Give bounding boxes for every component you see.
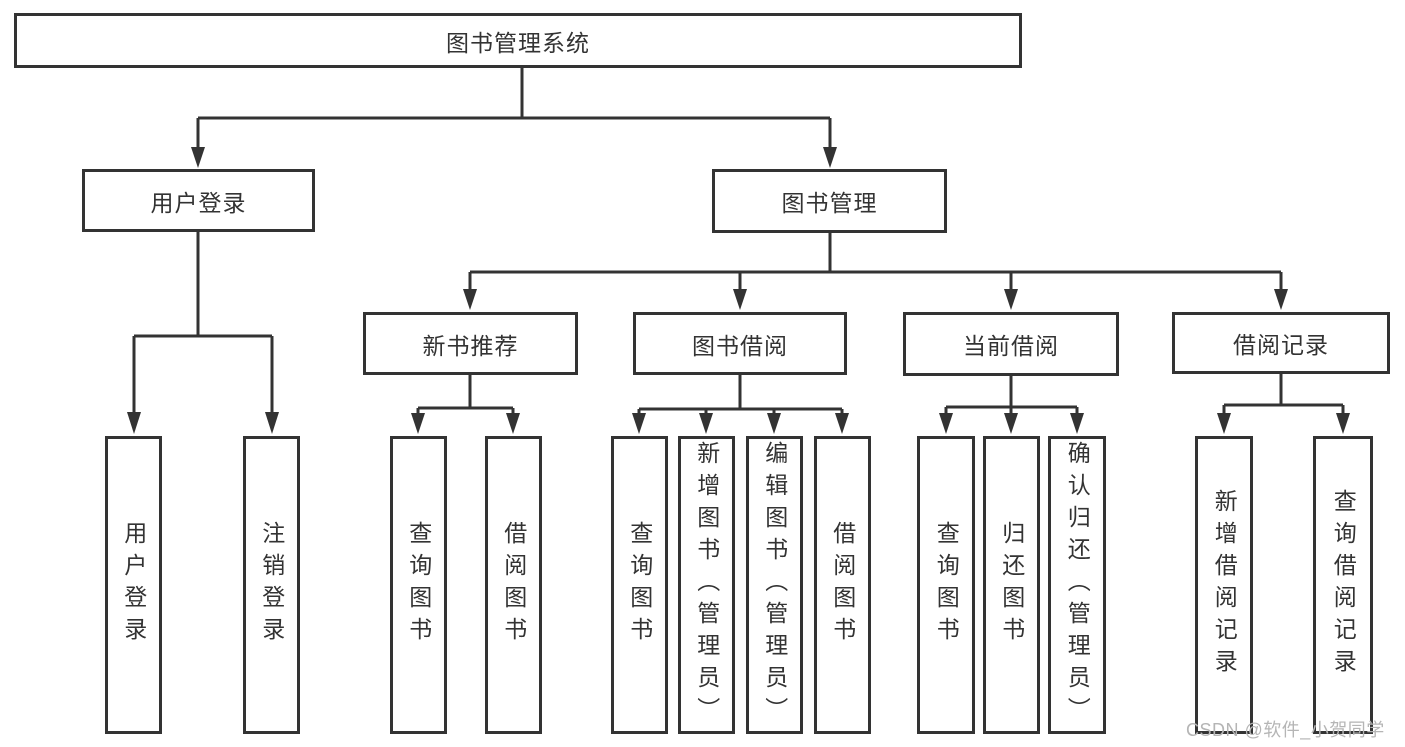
arrowhead-down-icon — [1336, 413, 1350, 434]
node-label: 查询图书 — [933, 521, 960, 649]
node-label: 查询图书 — [405, 521, 432, 649]
connector-line — [468, 233, 1283, 294]
arrowhead-down-icon — [1070, 413, 1084, 434]
node-label: 归还图书 — [998, 521, 1025, 649]
arrowhead-down-icon — [127, 412, 141, 434]
node-label: 查询图书 — [626, 521, 653, 649]
connector-borrow-to-leaves — [632, 375, 849, 434]
node-label: 当前借阅 — [963, 333, 1059, 359]
node-label: 借阅记录 — [1233, 332, 1329, 358]
leaf-add-borrow-record: 新增借阅记录 — [1195, 436, 1253, 734]
leaf-confirm-return-admin: 确认归还（管理员） — [1048, 436, 1106, 734]
arrowhead-down-icon — [1274, 289, 1288, 310]
connector-line — [132, 232, 274, 416]
arrowhead-down-icon — [767, 413, 781, 434]
arrowhead-down-icon — [939, 413, 953, 434]
node-new-book-recommend: 新书推荐 — [363, 312, 578, 375]
connector-line — [944, 376, 1079, 417]
node-label: 注销登录 — [258, 521, 285, 649]
leaf-add-books-admin: 新增图书（管理员） — [678, 436, 735, 734]
node-label: 用户登录 — [150, 189, 247, 216]
leaf-query-books: 查询图书 — [390, 436, 447, 734]
arrowhead-down-icon — [823, 147, 837, 168]
leaf-query-borrow-record: 查询借阅记录 — [1313, 436, 1373, 734]
node-root-system: 图书管理系统 — [14, 13, 1022, 68]
connector-line — [416, 375, 515, 417]
node-label: 新书推荐 — [422, 332, 519, 359]
node-label: 借阅图书 — [829, 521, 856, 649]
node-current-borrow: 当前借阅 — [903, 312, 1119, 376]
arrowhead-down-icon — [699, 413, 713, 434]
arrowhead-down-icon — [733, 289, 747, 310]
csdn-watermark: CSDN @软件_小贺同学 — [1186, 720, 1385, 740]
arrowhead-down-icon — [1004, 289, 1018, 310]
arrowhead-down-icon — [632, 413, 646, 434]
arrowhead-down-icon — [835, 413, 849, 434]
connector-line — [1222, 374, 1345, 417]
leaf-query-books: 查询图书 — [611, 436, 668, 734]
arrowhead-down-icon — [411, 413, 425, 434]
node-label: 新增图书（管理员） — [693, 441, 720, 729]
leaf-edit-books-admin: 编辑图书（管理员） — [746, 436, 803, 734]
connector-line — [196, 68, 832, 152]
node-label: 确认归还（管理员） — [1064, 441, 1091, 729]
node-label: 图书借阅 — [692, 332, 788, 359]
arrowhead-down-icon — [191, 147, 205, 168]
node-label: 新增借阅记录 — [1211, 489, 1238, 681]
connector-book-mgmt-to-level3 — [463, 233, 1288, 310]
leaf-user-login: 用户登录 — [105, 436, 162, 734]
node-label: 借阅图书 — [500, 521, 527, 649]
arrowhead-down-icon — [265, 412, 279, 434]
leaf-borrow-books: 借阅图书 — [814, 436, 871, 734]
connector-root-to-level2 — [191, 68, 837, 168]
connector-user-login-to-leaves — [127, 232, 279, 434]
connector-current-to-leaves — [939, 376, 1084, 434]
connector-line — [637, 375, 844, 417]
node-book-borrow: 图书借阅 — [633, 312, 847, 375]
arrowhead-down-icon — [506, 413, 520, 434]
leaf-logout: 注销登录 — [243, 436, 300, 734]
node-label: 图书管理系统 — [446, 29, 590, 56]
connector-records-to-leaves — [1217, 374, 1350, 434]
arrowhead-down-icon — [463, 289, 477, 310]
leaf-query-books: 查询图书 — [917, 436, 975, 734]
node-user-login: 用户登录 — [82, 169, 315, 232]
node-label: 图书管理 — [781, 190, 878, 216]
connector-new-book-to-leaves — [411, 375, 520, 434]
leaf-borrow-books: 借阅图书 — [485, 436, 542, 734]
node-label: 用户登录 — [120, 521, 147, 649]
node-borrow-records: 借阅记录 — [1172, 312, 1390, 374]
leaf-return-books: 归还图书 — [983, 436, 1040, 734]
node-label: 查询借阅记录 — [1330, 489, 1357, 681]
node-label: 编辑图书（管理员） — [761, 441, 788, 729]
arrowhead-down-icon — [1004, 413, 1018, 434]
arrowhead-down-icon — [1217, 413, 1231, 434]
node-book-management: 图书管理 — [712, 169, 947, 233]
